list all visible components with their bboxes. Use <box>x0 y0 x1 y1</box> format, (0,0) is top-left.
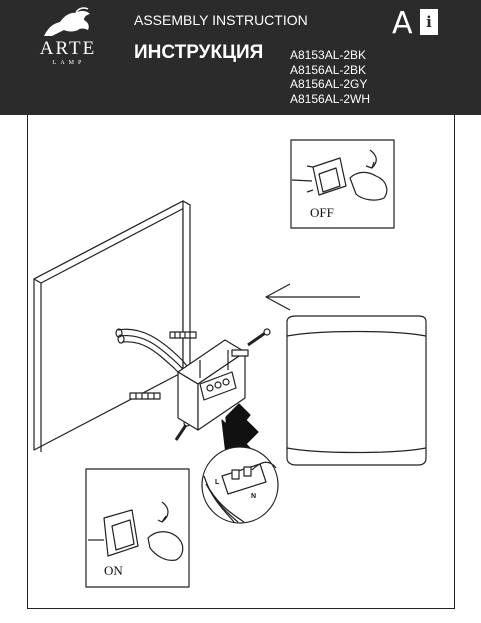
model-list: A8153AL-2BK A8156AL-2BK A8156AL-2GY A815… <box>290 48 370 106</box>
screw-upper-icon <box>247 328 271 347</box>
live-wire-label: L <box>215 479 220 486</box>
model-item: A8156AL-2BK <box>290 62 367 77</box>
zoom-arrow-icon <box>221 403 259 455</box>
info-glyph: i <box>426 13 432 31</box>
direction-arrow-icon <box>265 283 360 311</box>
model-item: A8156AL-2GY <box>290 77 368 91</box>
on-label: ON <box>104 563 123 578</box>
switch-off-panel <box>290 139 395 229</box>
title-english: ASSEMBLY INSTRUCTION <box>134 12 308 28</box>
lion-logo-icon <box>44 7 90 36</box>
title-russian: ИНСТРУКЦИЯ <box>134 42 264 63</box>
switch-on-panel <box>85 468 190 588</box>
lamp-fixture <box>286 315 427 466</box>
brand-sub: LAMP <box>52 60 86 66</box>
info-book-icon: i <box>420 9 438 35</box>
instruction-frame <box>27 115 455 609</box>
neutral-wire-label: N <box>251 493 257 500</box>
wall-plug-lower-icon <box>129 392 161 400</box>
wall-plug-upper-icon <box>169 331 197 339</box>
wall-block <box>33 200 191 452</box>
model-item: A8156AL-2WH <box>290 91 371 106</box>
header-bar: ARTE LAMP ASSEMBLY INSTRUCTION ИНСТРУКЦИ… <box>0 0 481 115</box>
terminal-block-icon <box>199 371 237 401</box>
brand-name: ARTE <box>39 38 97 59</box>
off-label: OFF <box>310 205 334 220</box>
connector-detail-icon <box>201 446 279 524</box>
section-letter: A <box>392 6 413 41</box>
model-item: A8153AL-2BK <box>290 48 367 62</box>
